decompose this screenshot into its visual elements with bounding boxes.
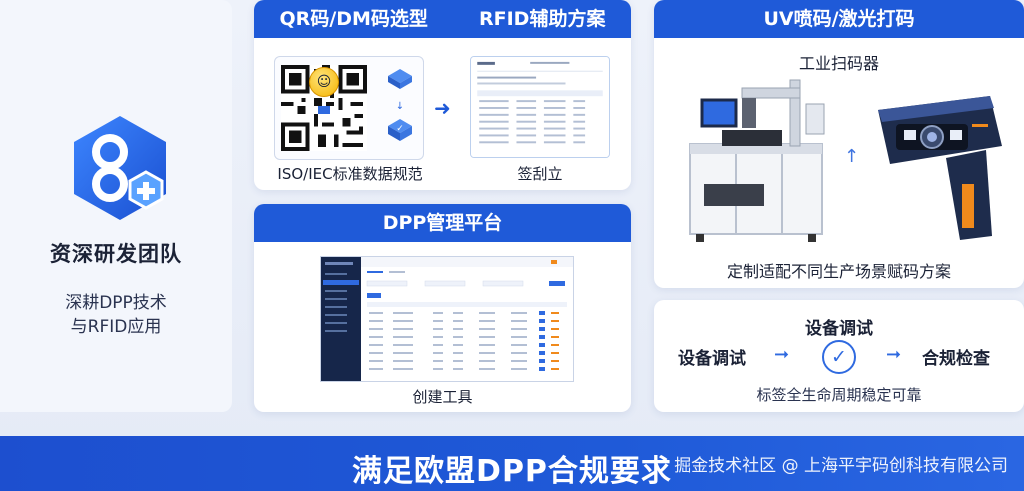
uv-up-arrow-icon: ↑: [844, 146, 860, 167]
rfid-caption: 签刮立: [517, 165, 563, 183]
compliance-check-label: 合规检查: [922, 349, 990, 369]
team-panel: 资深研发团队 深耕DPP技术 与RFID应用: [0, 0, 232, 412]
industrial-scanner-image: [878, 96, 1002, 240]
bottom-banner: 满足欧盟DPP合规要求 掘金技术社区 @ 上海平宇码创科技有限公司: [0, 436, 1024, 491]
rfid-heading: RFID辅助方案: [479, 8, 606, 30]
smiley-icon: ☺: [309, 67, 339, 97]
dpp-platform-panel: DPP管理平台: [254, 204, 631, 412]
uv-caption: 定制适配不同生产场景赋码方案: [726, 262, 951, 281]
team-tagline-line1: 深耕DPP技术: [65, 293, 167, 313]
laser-marking-machine-image: [689, 79, 825, 242]
uv-coding-panel: UV喷码/激光打码 工业扫码器 ↑ 定制适配不同生产场景赋码方案: [654, 0, 1024, 288]
arrow-right-icon: ➞: [774, 344, 790, 365]
svg-text:✓: ✓: [396, 124, 404, 134]
device-debug-panel: 设备调试 设备调试 ➞ ✓ ➞ 合规检查 标签全生命周期稳定可靠: [654, 300, 1024, 412]
team-name: 资深研发团队: [50, 242, 182, 266]
banner-title: 满足欧盟DPP合规要求: [352, 454, 672, 489]
qr-to-rfid-arrow-icon: ➜: [434, 96, 451, 120]
dpp-sidebar-items: [323, 262, 359, 332]
dpp-heading: DPP管理平台: [254, 204, 631, 242]
qr-caption: ISO/IEC标准数据规范: [277, 165, 423, 183]
qr-sample-card: ☺ ↓ ✓: [274, 56, 424, 160]
rfid-chip-icons: ↓ ✓: [388, 69, 412, 141]
qr-heading: QR码/DM码选型: [279, 8, 428, 30]
debug-step-label: 设备调试: [678, 349, 746, 369]
debug-caption: 标签全生命周期稳定可靠: [756, 386, 922, 404]
watermark: 掘金技术社区 @ 上海平宇码创科技有限公司: [674, 456, 1008, 476]
svg-text:↓: ↓: [396, 101, 404, 112]
qr-rfid-panel: QR码/DM码选型 RFID辅助方案 ☺ ↓ ✓: [254, 0, 631, 190]
rfid-document-thumbnail: [470, 56, 610, 158]
check-circle-icon: ✓: [822, 340, 856, 374]
debug-title: 设备调试: [805, 319, 873, 339]
qr-rfid-header: QR码/DM码选型 RFID辅助方案: [254, 0, 631, 38]
dpp-sidebar: [321, 257, 361, 381]
dpp-dashboard-thumbnail: [320, 256, 574, 382]
dpp-table-area: [361, 257, 573, 371]
arrow-right-icon: ➞: [886, 344, 902, 365]
uv-subheading: 工业扫码器: [798, 54, 879, 73]
team-logo-icon: [74, 116, 166, 220]
dpp-caption: 创建工具: [412, 388, 473, 406]
uv-heading: UV喷码/激光打码: [654, 0, 1024, 38]
team-tagline-line2: 与RFID应用: [70, 317, 162, 337]
